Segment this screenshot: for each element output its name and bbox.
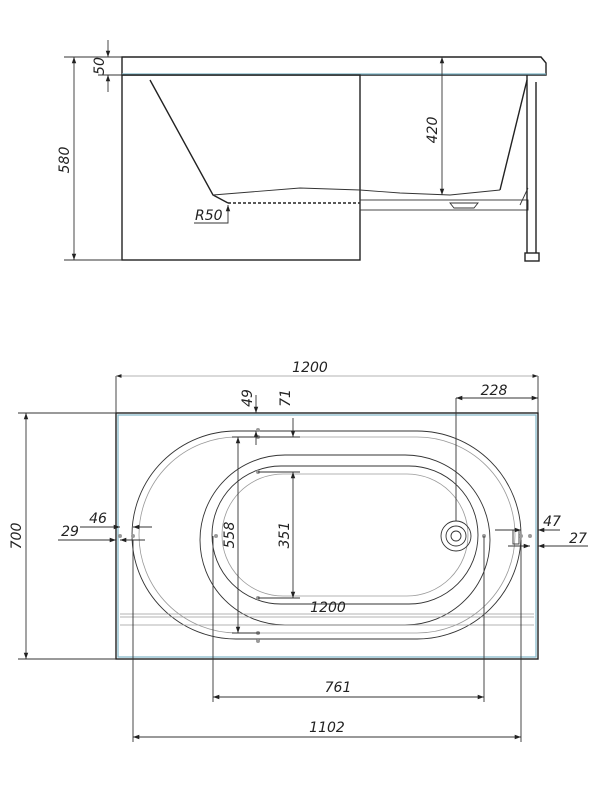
side-frame-bar — [359, 199, 529, 211]
drain-inner-icon — [450, 530, 462, 542]
reference-points — [118, 428, 532, 643]
side-leg-foot — [524, 252, 540, 262]
drain-outer-icon — [440, 520, 472, 552]
dim-right-gap-a: 47 — [543, 514, 561, 530]
dim-bottom-length: 761 — [325, 680, 352, 696]
top-outer-rim — [115, 412, 539, 660]
dim-inner-depth: 420 — [425, 117, 441, 144]
top-basin-floor-inner — [221, 473, 469, 597]
side-drain — [449, 202, 479, 209]
side-basin-left-wall — [149, 79, 229, 204]
dim-leader-radius — [194, 205, 231, 224]
dim-rim-gap-b: 71 — [278, 389, 294, 407]
dim-basin-length: 1102 — [309, 720, 345, 736]
top-view: 1200 1200 228 49 71 46 29 47 27 — [9, 360, 588, 742]
dim-outer-width: 700 — [9, 523, 25, 550]
side-basin-floor-line — [212, 187, 501, 196]
side-rim — [121, 56, 547, 76]
dim-right-gap-b: 27 — [569, 531, 587, 547]
side-leg-brace — [519, 187, 529, 206]
dim-rim-gap-a: 49 — [240, 389, 256, 407]
side-basin-right-wall — [499, 79, 528, 191]
dim-outer-length: 1200 — [292, 360, 328, 376]
side-view: 50 580 420 R50 — [57, 40, 547, 262]
top-basin-outer-inner — [138, 436, 516, 634]
top-outer-rim-highlight — [117, 414, 537, 658]
dim-inner-length-ref: 1200 — [310, 600, 346, 616]
dim-bottom-width: 351 — [277, 522, 293, 549]
dim-drain-offset: 228 — [481, 383, 508, 399]
dim-inner-width: 558 — [222, 522, 238, 549]
side-apron — [121, 74, 361, 261]
drain-mid-icon — [445, 525, 467, 547]
overflow-bracket — [512, 529, 520, 545]
dim-rim-thickness: 50 — [92, 57, 108, 75]
top-basin-floor — [211, 465, 479, 605]
dim-left-gap-b: 46 — [89, 511, 107, 527]
dim-total-height: 580 — [57, 147, 73, 174]
dim-left-gap-a: 29 — [61, 524, 79, 540]
dim-bottom-radius: R50 — [195, 208, 223, 224]
